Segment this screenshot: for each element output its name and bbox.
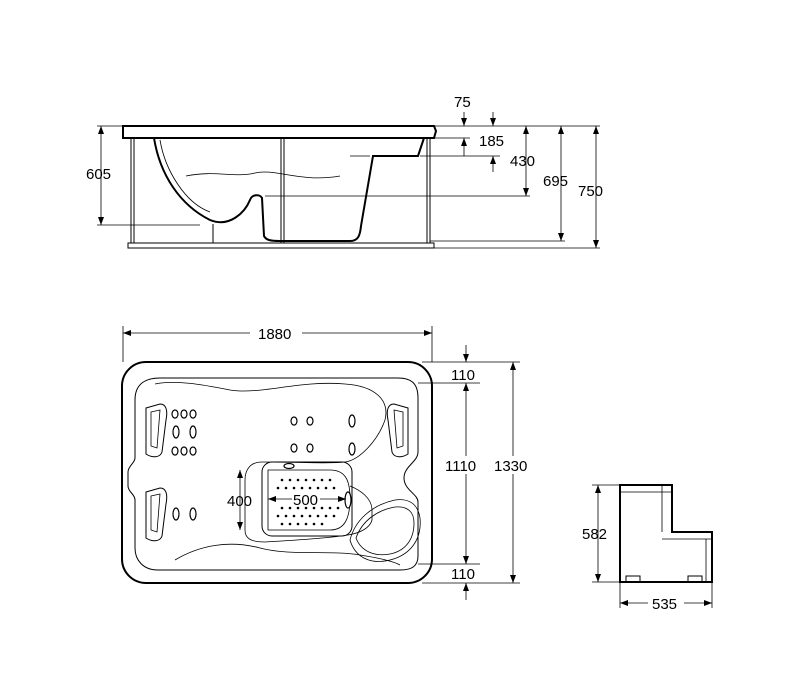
dim-750: 750 bbox=[578, 183, 603, 200]
step-outline bbox=[619, 484, 713, 583]
arrow-500-left bbox=[268, 496, 276, 502]
headrest-holes bbox=[276, 478, 340, 526]
tub-step-recess-inner bbox=[355, 506, 415, 556]
drain-fitting bbox=[283, 462, 295, 470]
tub-water-line bbox=[185, 171, 341, 179]
overflow-fitting bbox=[344, 491, 352, 509]
dim-500: 500 bbox=[293, 492, 318, 509]
tub-step-recess bbox=[349, 499, 421, 562]
dim-75: 75 bbox=[454, 94, 471, 111]
tub-seat-front bbox=[174, 543, 401, 566]
dim-110-bottom: 110 bbox=[451, 566, 475, 583]
dim-185: 185 bbox=[479, 133, 504, 150]
dim-110-top: 110 bbox=[451, 367, 475, 384]
arrow-1110-bottom bbox=[463, 556, 469, 564]
dim-1330: 1330 bbox=[494, 458, 527, 475]
pillow-left-bottom-inner bbox=[150, 493, 161, 533]
arrow-110-bottom bbox=[463, 583, 469, 591]
pillow-left-top-inner bbox=[150, 409, 161, 449]
dim-535: 535 bbox=[652, 596, 677, 613]
dim-1110: 1110 bbox=[445, 458, 476, 475]
dim-430: 430 bbox=[510, 153, 535, 170]
arrow-500-right bbox=[338, 496, 346, 502]
headrest-pad bbox=[261, 461, 353, 537]
arrow-535-right bbox=[704, 600, 712, 606]
arrow-1330-top bbox=[510, 362, 516, 370]
step-foot-left bbox=[625, 575, 641, 583]
arrow-605-top bbox=[98, 126, 104, 134]
arrow-582-bottom bbox=[595, 574, 601, 582]
arrow-430-bottom bbox=[523, 188, 529, 196]
arrow-400-top bbox=[237, 470, 243, 478]
step-view: 582 535 bbox=[582, 484, 713, 613]
arrow-695-top bbox=[558, 126, 564, 134]
arrow-750-top bbox=[593, 126, 599, 134]
tub-rim bbox=[122, 125, 438, 139]
arrow-1110-top bbox=[463, 383, 469, 391]
dim-582: 582 bbox=[582, 526, 607, 543]
dim-695: 695 bbox=[543, 173, 568, 190]
tub-inner-curve bbox=[159, 139, 211, 213]
arrow-605-bottom bbox=[98, 217, 104, 225]
arrow-185 bbox=[461, 138, 467, 146]
jets bbox=[171, 409, 356, 521]
arrow-1880-right bbox=[424, 330, 432, 336]
arrow-582-top bbox=[595, 485, 601, 493]
plan-view: 1880 bbox=[121, 324, 536, 600]
pillow-right bbox=[386, 403, 409, 458]
pillow-right-inner bbox=[393, 409, 404, 449]
arrow-1880-left bbox=[123, 330, 131, 336]
arrow-750-bottom bbox=[593, 240, 599, 248]
step-foot-right bbox=[687, 575, 703, 583]
tub-outer-rim bbox=[121, 361, 433, 584]
tub-seating-contour bbox=[154, 382, 387, 543]
pillow-left-bottom bbox=[145, 487, 168, 542]
arrow-75-a bbox=[461, 118, 467, 126]
arrow-535-left bbox=[620, 600, 628, 606]
dim-605: 605 bbox=[86, 166, 111, 183]
tub-shell-profile bbox=[153, 137, 425, 242]
arrow-110-top bbox=[463, 354, 469, 362]
dim-1880: 1880 bbox=[258, 326, 291, 343]
arrow-75-b bbox=[490, 118, 496, 126]
tub-inner-basin bbox=[127, 377, 419, 571]
arrow-1330-bottom bbox=[510, 575, 516, 583]
arrow-430-top bbox=[523, 126, 529, 134]
dim-400: 400 bbox=[227, 493, 252, 510]
arrow-430 bbox=[490, 156, 496, 164]
arrow-695-bottom bbox=[558, 233, 564, 241]
side-view: 605 75 185 430 695 750 bbox=[86, 94, 603, 249]
arrow-400-bottom bbox=[237, 522, 243, 530]
pillow-left-top bbox=[145, 403, 168, 458]
frame-base bbox=[127, 242, 435, 249]
